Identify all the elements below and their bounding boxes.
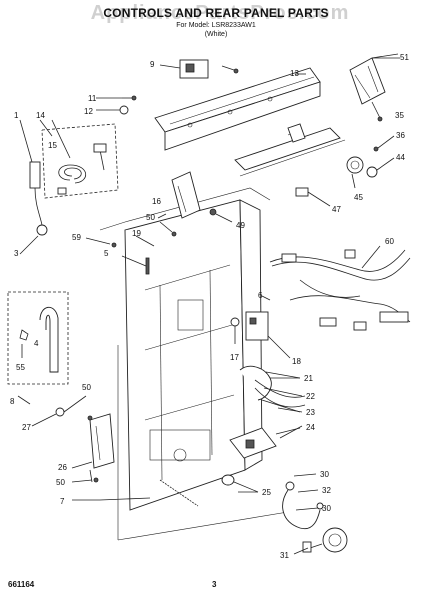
callout-11: 11 (88, 94, 97, 103)
drain-hose-kit (7, 291, 69, 385)
callout-50b: 50 (82, 383, 91, 392)
callout-31: 31 (280, 551, 289, 560)
callout-6: 6 (258, 291, 263, 300)
callout-4: 4 (34, 339, 39, 348)
footer-code: 661164 (8, 580, 35, 589)
model-line: For Model: LSR8233AW1 (176, 22, 256, 29)
callout-7: 7 (60, 497, 65, 506)
callout-30b: 30 (322, 504, 331, 513)
callout-35: 35 (395, 111, 404, 120)
callout-15: 15 (48, 141, 57, 150)
callout-49: 49 (236, 221, 245, 230)
callout-51: 51 (400, 53, 409, 62)
lid-switch-bracket (171, 171, 233, 223)
callout-21: 21 (304, 374, 313, 383)
callout-25: 25 (262, 488, 271, 497)
control-console (154, 67, 321, 151)
callout-50a: 50 (146, 213, 155, 222)
power-cord (19, 119, 48, 255)
pressure-switch (230, 311, 291, 359)
callout-50c: 50 (56, 478, 65, 487)
hose-bracket (55, 395, 115, 483)
callout-30a: 30 (320, 470, 329, 479)
callout-13: 13 (290, 69, 299, 78)
timer-bracket (349, 53, 399, 122)
callout-16: 16 (152, 197, 161, 206)
diagram-title: CONTROLS AND REAR PANEL PARTS (103, 6, 329, 20)
callout-32: 32 (322, 486, 331, 495)
callout-36: 36 (396, 131, 405, 140)
callout-55: 55 (16, 363, 25, 372)
callout-14: 14 (36, 111, 45, 120)
inlet-hose-group (39, 119, 119, 199)
wire-harness (269, 245, 411, 331)
knobs (295, 135, 395, 207)
drain-hoses (239, 365, 306, 413)
leader-lines (17, 57, 400, 555)
watermark: AppliancePartsPros.com (90, 2, 350, 24)
page-number: 3 (212, 580, 217, 589)
rear-panel (124, 199, 263, 511)
callout-17: 17 (230, 353, 239, 362)
callout-45: 45 (354, 193, 363, 202)
callout-5: 5 (104, 249, 109, 258)
callout-8: 8 (10, 397, 15, 406)
console-rear-strip (234, 123, 346, 177)
callout-labels: 9 11 12 13 14 15 1 3 51 35 36 44 45 47 1… (10, 53, 409, 560)
switch-part (159, 59, 209, 79)
pump-hoses (282, 481, 348, 553)
hose-spring (99, 479, 199, 507)
callout-24: 24 (306, 423, 315, 432)
callout-26: 26 (58, 463, 67, 472)
callout-27: 27 (22, 423, 31, 432)
callout-60: 60 (385, 237, 394, 246)
callout-18: 18 (292, 357, 301, 366)
callout-44: 44 (396, 153, 405, 162)
callout-9: 9 (150, 60, 155, 69)
screws-top (96, 65, 239, 115)
callout-23: 23 (306, 408, 315, 417)
callout-47: 47 (332, 205, 341, 214)
callout-3: 3 (14, 249, 19, 258)
callout-1: 1 (14, 111, 19, 120)
color-line: (White) (204, 31, 228, 38)
callout-19: 19 (132, 229, 141, 238)
panel-screws (85, 221, 177, 275)
callout-22: 22 (306, 392, 315, 401)
callout-59: 59 (72, 233, 81, 242)
callout-12: 12 (84, 107, 93, 116)
